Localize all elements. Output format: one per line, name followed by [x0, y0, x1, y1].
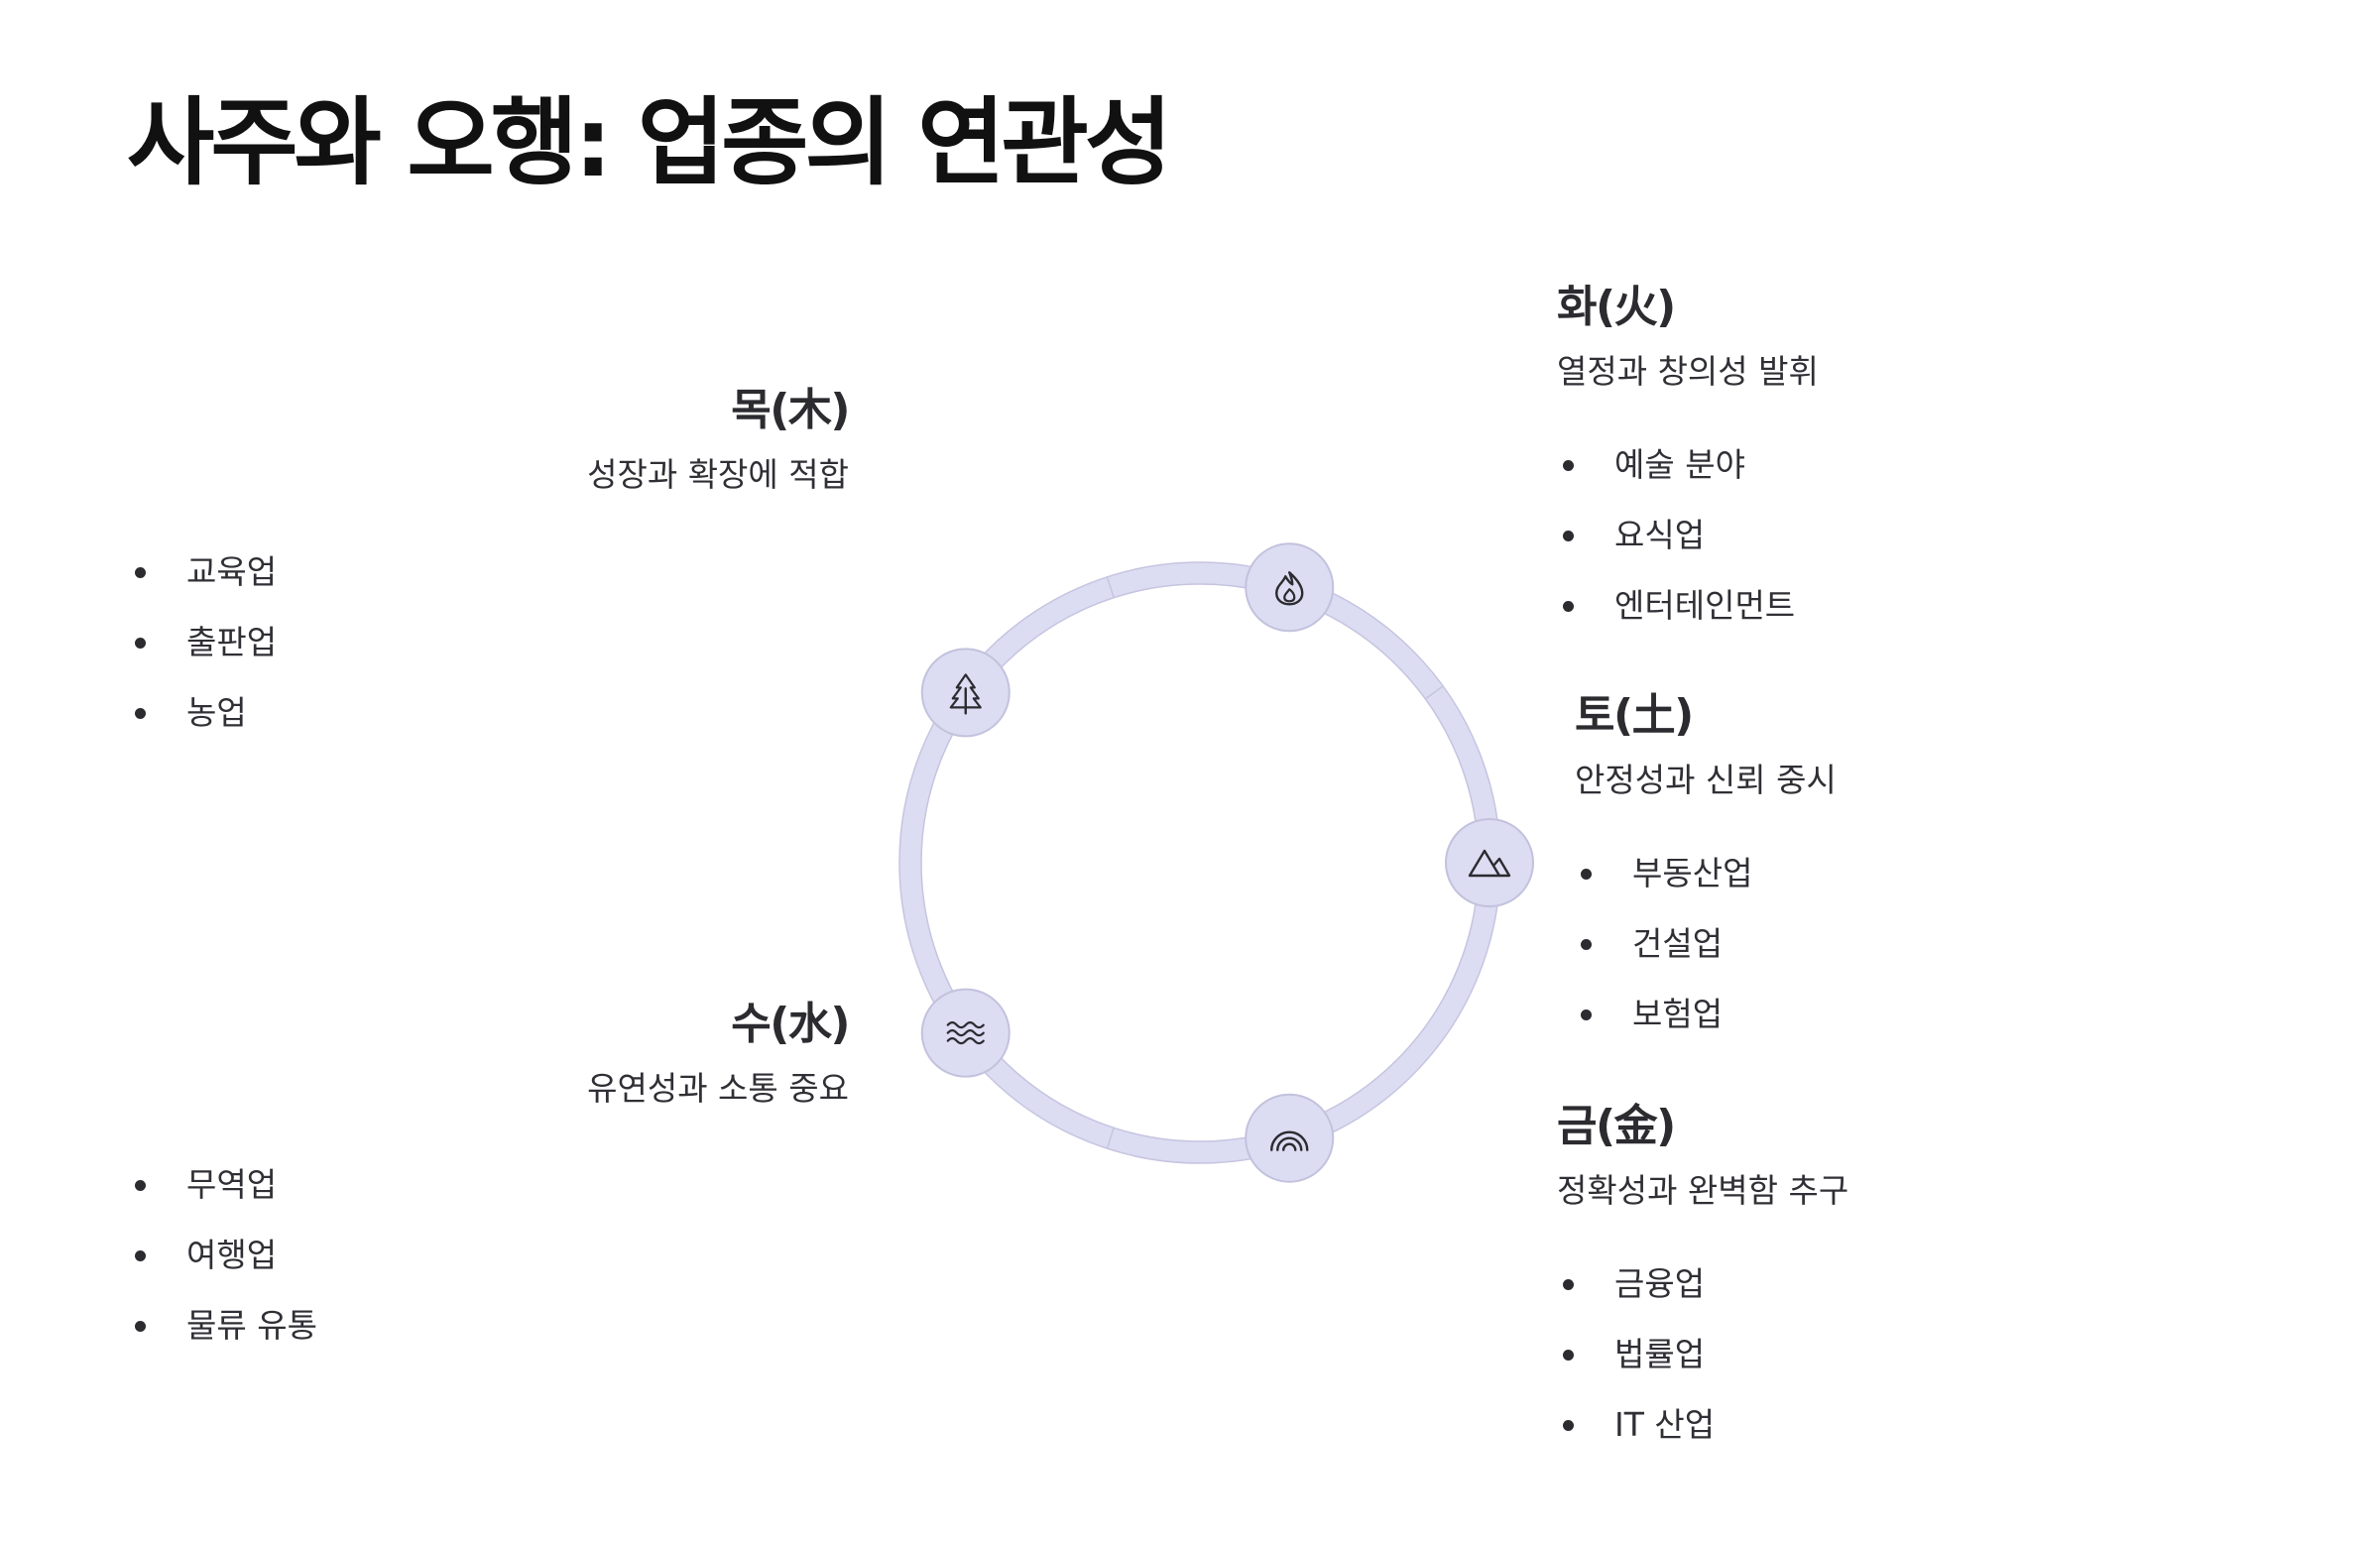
element-water-header: 수(水) 유연성과 소통 중요: [587, 999, 850, 1108]
element-wood-name: 목(木): [731, 385, 850, 435]
list-item: 여행업: [129, 1220, 317, 1290]
ring-inner-edge: [920, 583, 1480, 1142]
element-fire-industry-list: 예술 분야 요식업 엔터테인먼트: [1557, 429, 1795, 641]
node-wood: [920, 648, 1011, 738]
page-title: 사주와 오행: 업종의 연관성: [127, 87, 1172, 198]
ring-divider: [1106, 576, 1115, 598]
element-metal-name: 금(金): [1557, 1101, 1676, 1151]
list-item: 농업: [129, 677, 277, 748]
element-water-name: 수(水): [731, 999, 850, 1049]
element-earth-name: 토(土): [1575, 690, 1694, 741]
list-item: 엔터테인먼트: [1557, 570, 1795, 641]
rainbow-arc: [1270, 1130, 1309, 1151]
list-item: 출판업: [129, 607, 277, 677]
element-wood-header: 목(木) 성장과 확장에 적합: [587, 385, 850, 494]
list-item: 예술 분야: [1557, 429, 1795, 500]
element-fire-description: 열정과 창의성 발휘: [1557, 351, 1819, 391]
element-fire-name: 화(火): [1557, 282, 1676, 332]
list-item: 법률업: [1557, 1319, 1715, 1389]
rainbow-arc: [1282, 1142, 1297, 1151]
list-item: IT 산업: [1557, 1389, 1715, 1460]
element-earth-industry-list: 부동산업 건설업 보험업: [1575, 838, 1752, 1049]
flame-inner: [1283, 588, 1296, 603]
ring-divider: [1424, 685, 1444, 700]
list-item: 부동산업: [1575, 838, 1752, 908]
mountain-large: [1468, 849, 1501, 878]
mountain-small: [1492, 857, 1511, 878]
element-water-industry-list: 무역업 여행업 물류 유통: [129, 1149, 317, 1361]
list-item: 물류 유통: [129, 1290, 317, 1361]
list-item: 요식업: [1557, 500, 1795, 570]
waves-icon: [946, 1021, 985, 1045]
node-metal: [1245, 1093, 1335, 1183]
ring-divider: [1106, 1128, 1115, 1149]
rainbow-icon: [1270, 1130, 1309, 1151]
node-earth-circle: [1445, 818, 1534, 907]
wave-line: [946, 1037, 985, 1045]
list-item: 건설업: [1575, 908, 1752, 979]
element-fire-block: 화(火) 열정과 창의성 발휘 예술 분야 요식업 엔터테인먼트: [1557, 282, 1819, 625]
five-elements-cycle-diagram: [898, 542, 1534, 1183]
cycle-ring: [898, 561, 1501, 1164]
element-metal-description: 정확성과 완벽함 추구: [1557, 1170, 1849, 1210]
flame-icon: [1275, 571, 1304, 606]
mountain-icon: [1468, 849, 1511, 878]
list-item: 무역업: [129, 1149, 317, 1220]
ring-band: [899, 562, 1500, 1163]
list-item: 보험업: [1575, 979, 1752, 1049]
element-earth-block: 토(土) 안정성과 신뢰 중시 부동산업 건설업 보험업: [1575, 690, 1837, 1033]
rainbow-arc: [1276, 1136, 1303, 1151]
element-metal-industry-list: 금융업 법률업 IT 산업: [1557, 1248, 1715, 1460]
element-metal-block: 금(金) 정확성과 완벽함 추구 금융업 법률업 IT 산업: [1557, 1101, 1849, 1444]
wave-line: [946, 1021, 985, 1029]
wave-line: [946, 1029, 985, 1037]
list-item: 교육업: [129, 536, 277, 607]
element-water-description: 유연성과 소통 중요: [587, 1068, 849, 1108]
flame-outline: [1275, 571, 1304, 606]
list-item: 금융업: [1557, 1248, 1715, 1319]
node-fire: [1245, 542, 1335, 633]
tree-icon: [949, 673, 982, 715]
cycle-nodes: [920, 542, 1534, 1183]
element-earth-description: 안정성과 신뢰 중시: [1575, 760, 1837, 799]
node-earth: [1445, 818, 1534, 907]
element-wood-description: 성장과 확장에 적합: [587, 454, 849, 494]
node-fire-circle: [1245, 542, 1335, 633]
element-wood-industry-list: 교육업 출판업 농업: [129, 536, 277, 748]
node-water: [920, 988, 1011, 1078]
